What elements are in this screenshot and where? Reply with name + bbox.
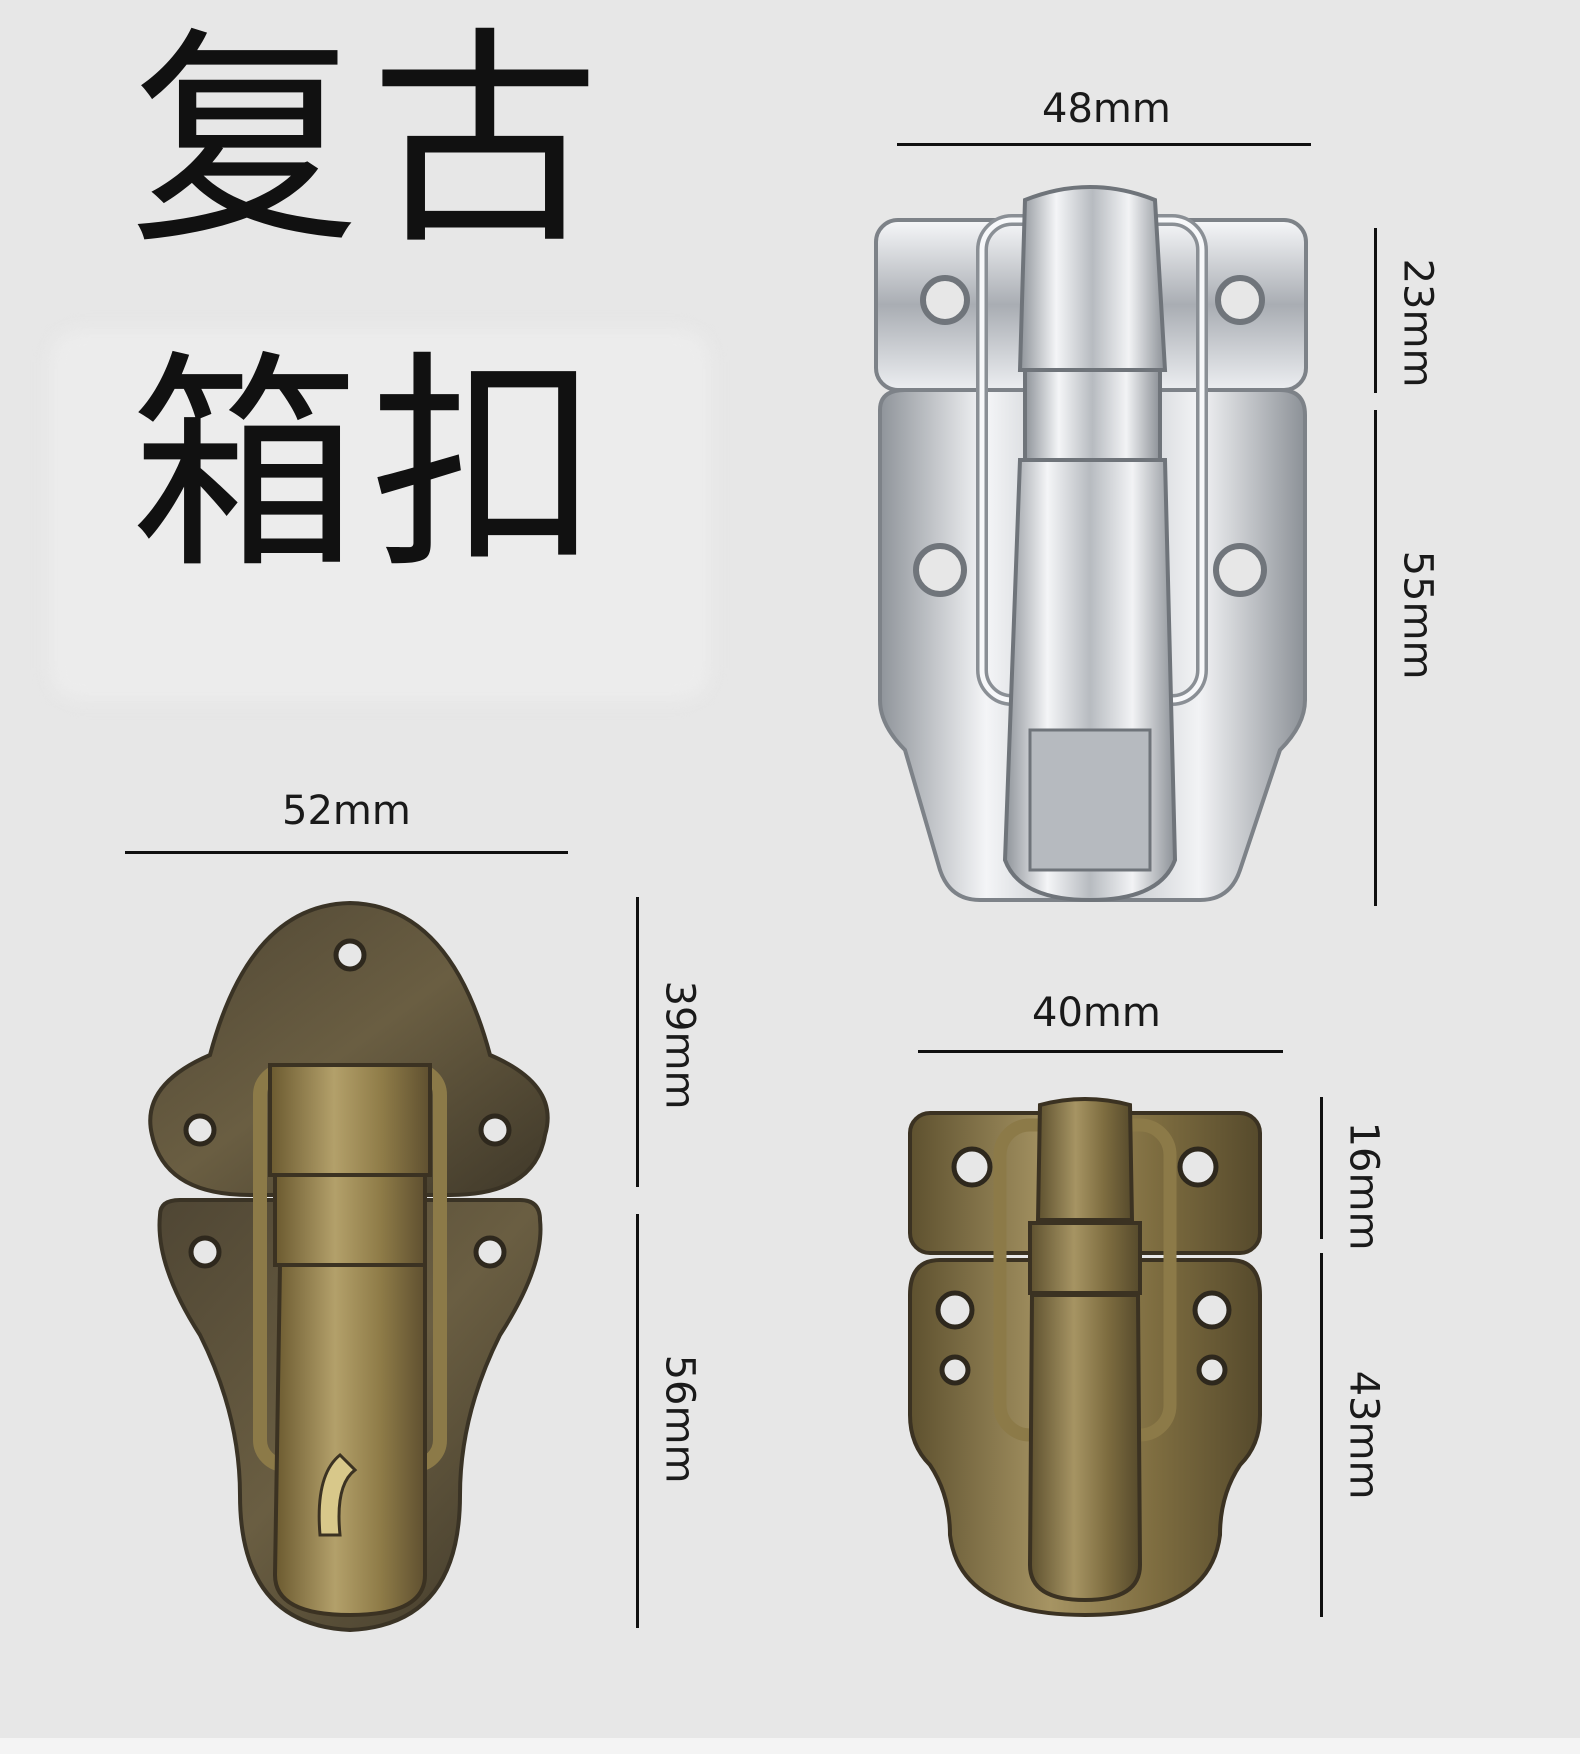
bronze-small-bottom-height-label: 43mm bbox=[1340, 1370, 1387, 1500]
bronze-large-top-height-line bbox=[636, 897, 639, 1187]
bronze-large-width-label: 52mm bbox=[282, 788, 411, 834]
title-line-1: 复古 bbox=[130, 9, 611, 276]
bronze-small-bottom-height-line bbox=[1320, 1253, 1323, 1617]
bronze-small-top-height-line bbox=[1320, 1097, 1323, 1239]
bronze-large-bottom-height-line bbox=[636, 1214, 639, 1628]
bronze-large-bottom-height-label: 56mm bbox=[656, 1354, 703, 1484]
bronze-small-top-height-label: 16mm bbox=[1340, 1121, 1387, 1251]
bronze-large-width-line bbox=[125, 851, 568, 854]
silver-bottom-height-line bbox=[1374, 410, 1377, 906]
bottom-strip bbox=[0, 1738, 1580, 1754]
title-backdrop bbox=[50, 330, 710, 700]
bronze-small-width-line bbox=[918, 1050, 1283, 1053]
bronze-large-latch-image bbox=[148, 900, 550, 1633]
bronze-small-width-label: 40mm bbox=[1032, 990, 1161, 1036]
bronze-small-latch-image bbox=[908, 1097, 1262, 1618]
silver-width-line bbox=[897, 143, 1311, 146]
silver-top-height-label: 23mm bbox=[1394, 258, 1441, 388]
silver-top-height-line bbox=[1374, 228, 1377, 393]
title-line-2: 箱扣 bbox=[130, 333, 611, 600]
bronze-large-top-height-label: 39mm bbox=[656, 980, 703, 1110]
silver-bottom-height-label: 55mm bbox=[1394, 550, 1441, 680]
silver-width-label: 48mm bbox=[1042, 86, 1171, 132]
silver-latch-image bbox=[874, 185, 1308, 903]
